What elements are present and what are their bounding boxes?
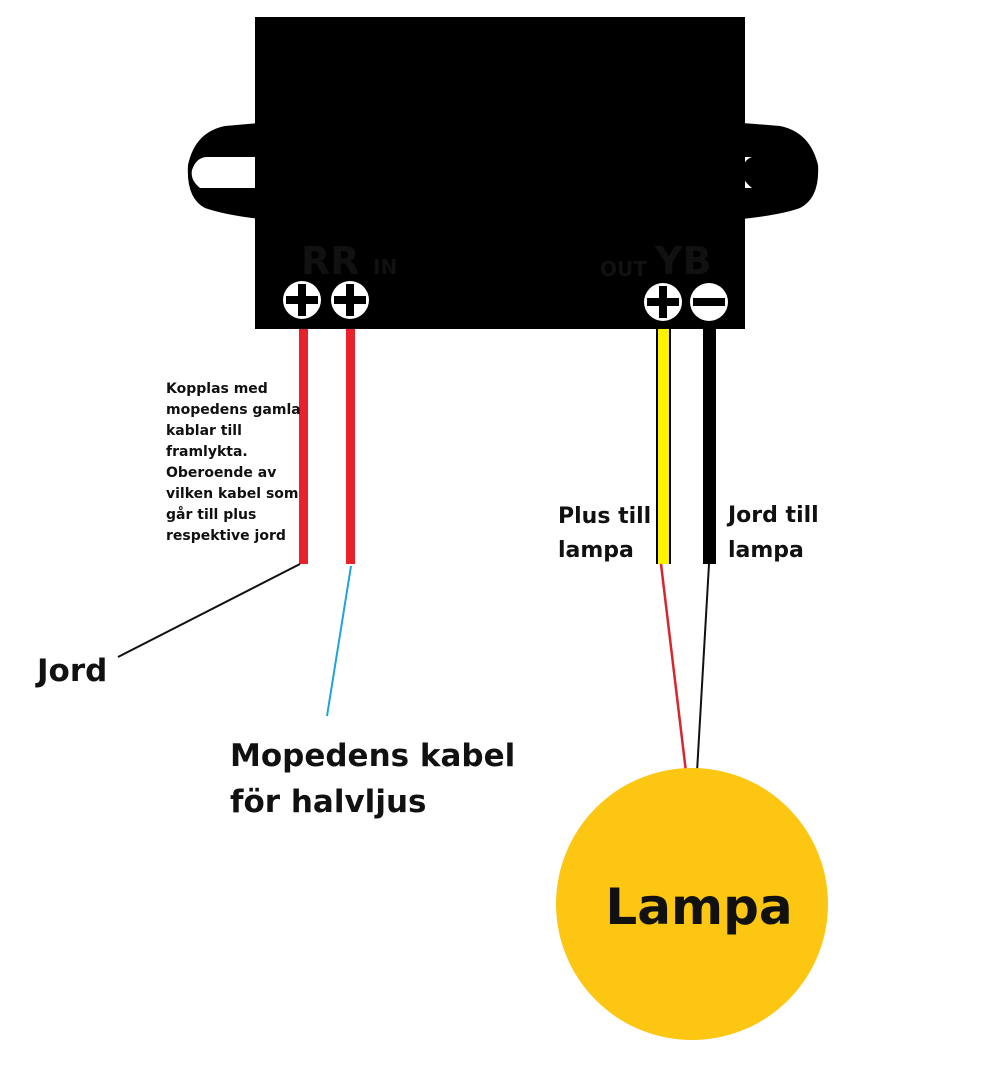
jord-till-lampa-line-1: Jord till: [726, 503, 819, 528]
wires: [296, 329, 716, 564]
input-note-line: respektive jord: [166, 528, 286, 544]
lamp: [556, 768, 828, 1040]
terminal-plus-in-1: [283, 281, 321, 319]
jord-label: Jord: [35, 653, 107, 689]
output-label: OUT: [600, 257, 647, 281]
lead-lamp-minus: [696, 563, 710, 773]
input-note-line: kablar till: [166, 423, 242, 439]
input-note-line: framlykta.: [166, 444, 248, 460]
plus-till-lampa-line-1: Plus till: [558, 504, 651, 529]
input-note-line: Kopplas med: [166, 381, 268, 397]
converter-module: [187, 17, 819, 329]
halvljus-label-line-2: för halvljus: [230, 784, 426, 820]
terminals: [283, 281, 728, 321]
input-note-line: vilken kabel som: [166, 486, 298, 502]
jord-till-lampa-line-2: lampa: [728, 538, 804, 563]
input-note: Kopplas med mopedens gamla kablar till f…: [166, 381, 301, 544]
terminal-plus-in-2: [331, 281, 369, 319]
input-label: IN: [373, 255, 397, 279]
lamp-label: Lampa: [605, 878, 792, 936]
terminal-plus-out: [644, 283, 682, 321]
input-wire-color-label: RR: [301, 239, 360, 283]
lead-jord: [117, 563, 301, 658]
terminal-minus-out: [690, 283, 728, 321]
mounting-ear-right: [730, 122, 819, 220]
lead-halvljus: [326, 565, 352, 717]
halvljus-label-line-1: Mopedens kabel: [230, 738, 515, 774]
lead-lamp-plus: [659, 563, 688, 773]
module-body: [255, 17, 745, 329]
mounting-ear-left: [187, 122, 270, 220]
wire-in-2: [343, 329, 358, 564]
input-note-line: går till plus: [166, 506, 256, 523]
wire-in-1: [296, 329, 311, 564]
wire-out-minus: [703, 329, 716, 564]
input-note-line: mopedens gamla: [166, 402, 301, 418]
output-wire-color-label: YB: [654, 239, 711, 283]
wire-out-plus: [656, 329, 671, 564]
plus-till-lampa-line-2: lampa: [558, 538, 634, 563]
input-note-line: Oberoende av: [166, 465, 276, 481]
